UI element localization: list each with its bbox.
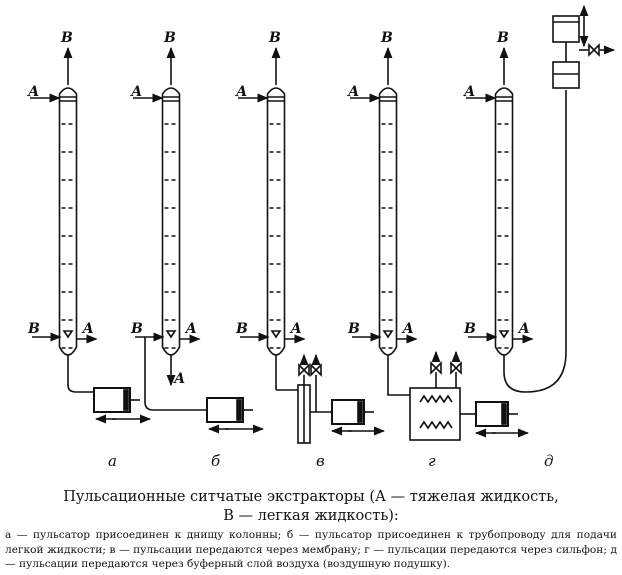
panel-a-pipe <box>67 355 94 393</box>
panel-v-bottom-left-label: В <box>235 321 248 337</box>
panel-b-bottom-left-label: В <box>130 321 143 337</box>
panel-b-distributor <box>165 330 177 339</box>
panel-v-valve-1 <box>298 363 310 377</box>
panel-g-column <box>378 87 398 356</box>
panel-d-valve <box>588 43 600 57</box>
panel-v-valve-2 <box>310 363 322 377</box>
panel-b-pipe <box>144 337 207 411</box>
panel-v-pulsator-piston <box>357 401 363 423</box>
panel-b-column <box>161 87 181 356</box>
panel-v-bottom-right-label: А <box>290 321 302 337</box>
panel-a-bottom-left-label: В <box>27 321 40 337</box>
panel-a-top-label: В <box>60 30 73 46</box>
panel-g-valve-2 <box>450 361 462 375</box>
panel-g-distributor <box>382 330 394 339</box>
panel-g-bottom-left-label: В <box>347 321 360 337</box>
panel-d-a-label: А <box>463 84 475 100</box>
panel-v-distributor <box>270 330 282 339</box>
panel-v-column <box>266 87 286 356</box>
panel-d-bottom-right-label: А <box>518 321 530 337</box>
panel-g-bellows-top <box>419 394 453 404</box>
panel-g-bottom-right-label: А <box>402 321 414 337</box>
panel-a-distributor <box>62 330 74 339</box>
panel-b-letter: б <box>211 452 221 470</box>
panel-v-letter: в <box>316 452 325 470</box>
panel-d-top-label: В <box>496 30 509 46</box>
panel-d-cylinder <box>552 15 580 43</box>
panel-a-column <box>58 87 78 356</box>
panel-g-bellows-box <box>409 387 461 441</box>
panel-g-letter: г <box>428 452 436 470</box>
figure-note: а — пульсатор присоединен к днищу колонн… <box>5 528 617 572</box>
figure-note-text: а — пульсатор присоединен к днищу колонн… <box>5 529 617 570</box>
panel-d-bottom-left-label: В <box>463 321 476 337</box>
panel-a-letter: а <box>108 452 117 470</box>
panel-v-top-label: В <box>268 30 281 46</box>
panel-g-top-label: В <box>380 30 393 46</box>
panel-d-air-chamber <box>552 61 580 89</box>
panel-g-a-label: А <box>347 84 359 100</box>
panel-g-bellows-bottom <box>419 420 453 430</box>
panel-a-pulsator-piston <box>123 389 129 411</box>
figure-title-line1: Пульсационные ситчатые экстракторы (А — … <box>63 489 559 505</box>
panel-g-valve-1 <box>430 361 442 375</box>
panel-b-drain-label: А <box>173 371 185 387</box>
panel-b-pulsator-piston <box>236 399 242 421</box>
panel-g-pulsator-piston <box>501 403 507 425</box>
panel-d-column <box>494 87 514 356</box>
extractor-diagram: В А В Аа В А В Аб В А В Ав В А В Аг В А В Ад А <box>27 4 616 470</box>
panel-d-letter: д <box>544 452 554 470</box>
panel-d-pipe <box>503 90 567 393</box>
panel-d-distributor <box>498 330 510 339</box>
figure-title-line2: В — легкая жидкость): <box>223 508 399 524</box>
panel-b-a-label: А <box>130 84 142 100</box>
panel-b-bottom-right-label: А <box>185 321 197 337</box>
panel-b-top-label: В <box>163 30 176 46</box>
panel-a-a-label: А <box>27 84 39 100</box>
panel-g-pipe <box>387 355 410 396</box>
panel-a-bottom-right-label: А <box>82 321 94 337</box>
panel-v-a-label: А <box>235 84 247 100</box>
